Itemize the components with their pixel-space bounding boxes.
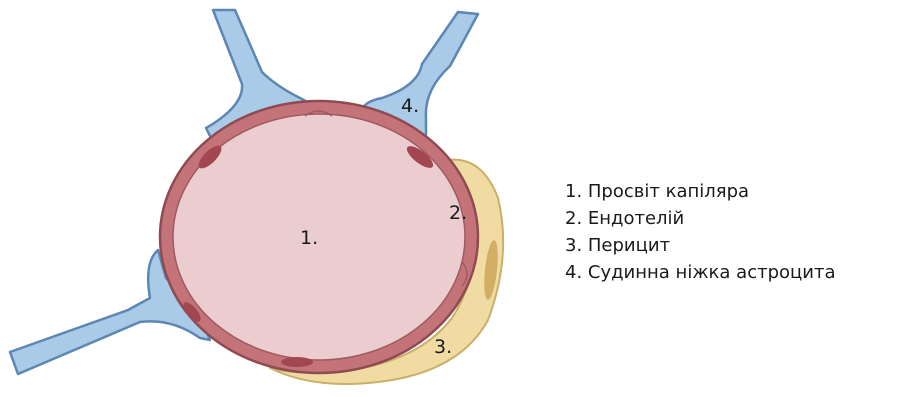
marker-pericyte: 3. [434,336,452,358]
marker-lumen: 1. [300,227,318,249]
capillary [160,101,478,373]
legend: 1. Просвіт капіляра 2. Ендотелій 3. Пери… [565,178,910,286]
legend-item-pericyte: 3. Перицит [565,232,910,259]
legend-item-astrocyte-foot: 4. Судинна ніжка астроцита [565,259,910,286]
legend-item-endothelium: 2. Ендотелій [565,205,910,232]
marker-endothelium: 2. [449,202,467,224]
endothelial-nucleus-bottom [281,357,313,367]
marker-astrocyte-foot: 4. [401,95,419,117]
legend-item-lumen: 1. Просвіт капіляра [565,178,910,205]
